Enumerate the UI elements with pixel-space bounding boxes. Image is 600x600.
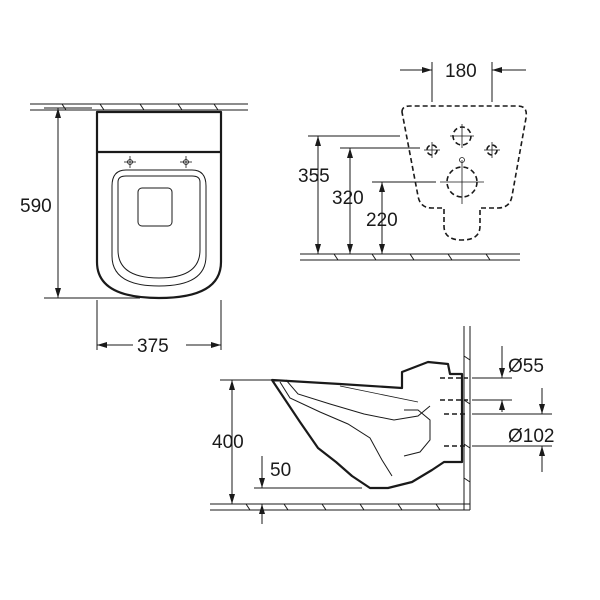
floor-strip-wall-view [300, 253, 520, 261]
dimension-50-label: 50 [270, 460, 291, 481]
dimension-355-label: 355 [298, 166, 330, 187]
dimension-d102: Ø102 [472, 388, 554, 472]
fixing-points-wall [424, 124, 500, 204]
flush-button [137, 187, 173, 227]
dimension-320: 320 [332, 147, 420, 254]
dimension-d55: Ø55 [472, 346, 544, 412]
wall-view: 180 355 320 220 [298, 61, 528, 261]
seat-opening [117, 175, 201, 279]
dimension-180-label: 180 [445, 61, 477, 82]
dimension-590: 590 [20, 107, 140, 299]
wall-strip-top [30, 103, 248, 111]
wall-strip-side [463, 326, 471, 510]
dimension-320-label: 320 [332, 188, 364, 209]
bowl-outline [95, 152, 223, 300]
fixing-marks-top [124, 156, 192, 168]
dimension-180: 180 [400, 61, 526, 102]
dimension-d102-label: Ø102 [508, 426, 554, 447]
dimension-355: 355 [298, 135, 400, 254]
wc-profile-outline [270, 360, 464, 490]
dimension-400: 400 [212, 379, 272, 504]
bowl-inner-line [279, 381, 393, 477]
top-view: 590 375 [20, 103, 248, 357]
dimension-50: 50 [254, 456, 362, 524]
dimension-d55-label: Ø55 [508, 356, 544, 377]
tank-outline [95, 110, 223, 154]
bowl-outline-dashed [401, 105, 528, 241]
dimension-375-label: 375 [137, 336, 169, 357]
dimension-375: 375 [96, 300, 222, 357]
inlet-outlet-dashed [440, 377, 468, 447]
floor-strip-side [210, 503, 470, 511]
dimension-220-label: 220 [366, 210, 398, 231]
dimension-220: 220 [366, 181, 436, 254]
dimension-590-label: 590 [20, 196, 52, 217]
side-view: 400 50 Ø55 Ø102 [210, 326, 554, 524]
dimension-400-label: 400 [212, 432, 244, 453]
